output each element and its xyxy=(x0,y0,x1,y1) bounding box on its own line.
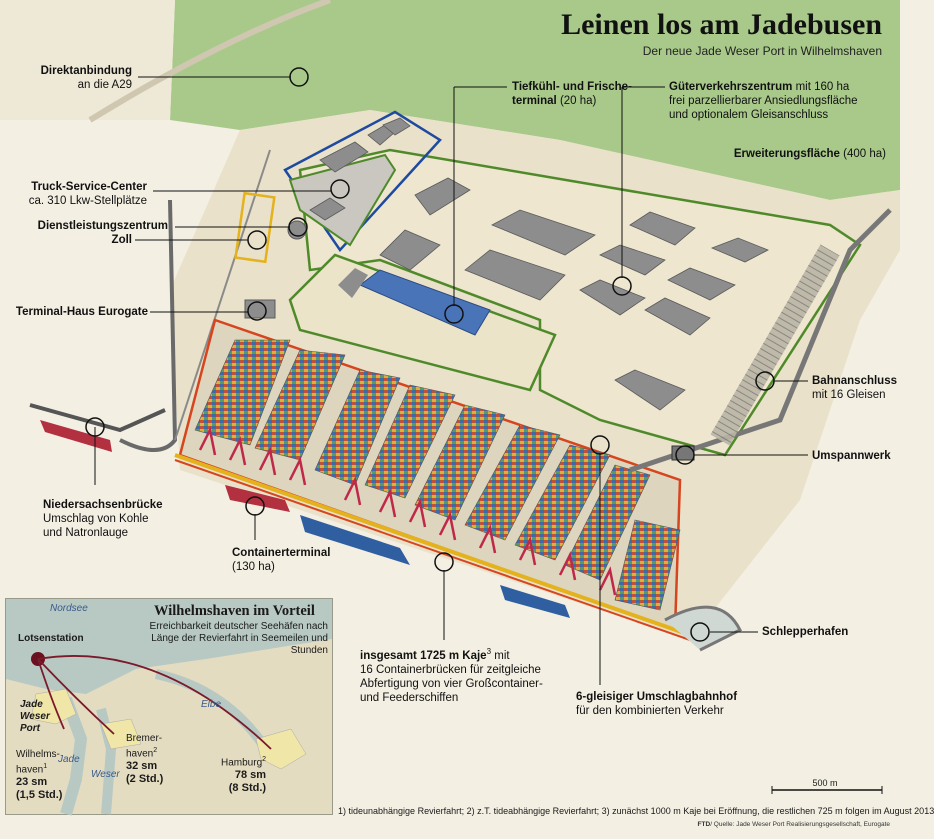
schlepperhafen xyxy=(664,605,743,652)
inset-map-svg xyxy=(6,599,332,816)
label-zoll: Zoll xyxy=(111,234,132,246)
label-dienstleistung: Dienstleistungszentrum xyxy=(37,220,168,232)
label-tiefkuehl: Tiefkühl- und Frische-terminal (20 ha) xyxy=(512,81,632,107)
gvz-buildings xyxy=(379,177,769,411)
zoll-area xyxy=(234,191,276,264)
container-blocks xyxy=(194,339,681,611)
green-area xyxy=(170,0,900,200)
inset-title: Wilhelmshaven im Vorteil xyxy=(154,603,315,619)
inset-subtitle: Erreichbarkeit deutscher Seehäfen nach L… xyxy=(149,621,328,656)
inset-label-elbe: Elbe xyxy=(201,699,222,710)
label-umspannwerk: Umspannwerk xyxy=(812,450,891,462)
inset-port-wilhelmshaven: Wilhelms-haven1 23 sm(1,5 Std.) xyxy=(16,749,63,802)
inset-label-weser: Weser xyxy=(91,769,120,780)
inset-label-jwp: Jade Weser Port xyxy=(20,699,50,734)
scale-label: 500 m xyxy=(812,778,838,788)
container-cranes xyxy=(198,426,617,596)
page-subtitle: Der neue Jade Weser Port in Wilhelmshave… xyxy=(642,44,882,58)
label-containerterminal: Containerterminal(130 ha) xyxy=(232,547,331,573)
port-diagram xyxy=(0,0,900,794)
label-schlepperhafen: Schlepperhafen xyxy=(762,626,849,638)
tiefkuehl-building xyxy=(359,269,491,336)
inset-label-jade: Jade xyxy=(58,754,80,765)
inset-port-bremerhaven: Bremer-haven2 32 sm(2 Std.) xyxy=(126,733,164,786)
label-erweiterung: Erweiterungsfläche (400 ha) xyxy=(733,148,886,160)
marker-circles xyxy=(85,67,775,642)
label-eurogate: Terminal-Haus Eurogate xyxy=(15,306,148,318)
page-title: Leinen los am Jadebusen xyxy=(561,8,882,41)
inset-label-lotsen: Lotsenstation xyxy=(18,633,84,644)
inset-port-hamburg: Hamburg2 78 sm(8 Std.) xyxy=(221,756,267,795)
ships xyxy=(40,420,570,618)
source-credit: FTD/ Quelle: Jade Weser Port Realisierun… xyxy=(697,821,890,828)
inset-map: Nordsee Wilhelmshaven im Vorteil Erreich… xyxy=(5,598,333,816)
leader-lines xyxy=(94,76,808,685)
footnote: 1) tideunabhängige Revierfahrt; 2) z.T. … xyxy=(338,806,934,816)
inset-label-nordsee: Nordsee xyxy=(50,603,88,614)
niedersachsenbruecke xyxy=(29,403,166,433)
rail-track xyxy=(629,208,892,473)
